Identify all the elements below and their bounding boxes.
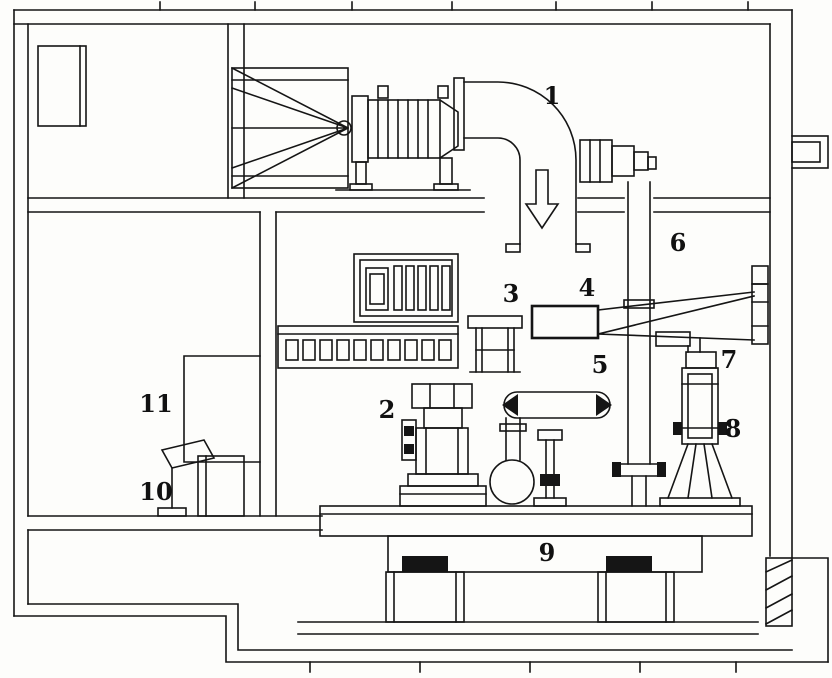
valve-stand <box>533 429 567 507</box>
label-6: 6 <box>670 228 687 257</box>
fan-hub <box>336 120 352 136</box>
wall-panel <box>183 355 261 463</box>
fan-inlet-box <box>230 66 352 190</box>
label-2: 2 <box>379 395 396 424</box>
hatched-wall-block <box>764 557 794 627</box>
elbow-duct <box>463 81 591 253</box>
label-3: 3 <box>503 279 520 308</box>
foundation <box>319 505 753 623</box>
column-apparatus <box>655 331 741 507</box>
foundation-platform <box>387 535 703 573</box>
storage-cabinet <box>37 45 87 127</box>
louver-grille <box>277 325 459 369</box>
coupling <box>685 351 717 369</box>
label-7: 7 <box>721 345 738 374</box>
pedestal <box>597 571 675 623</box>
test-machine <box>399 383 487 507</box>
label-1: 1 <box>544 81 561 110</box>
label-4: 4 <box>579 273 596 302</box>
floor-slab <box>319 505 753 537</box>
round-tank <box>489 417 535 505</box>
label-10: 10 <box>139 477 172 506</box>
label-5: 5 <box>592 350 609 379</box>
vibration-pad <box>402 556 448 572</box>
label-9: 9 <box>539 538 556 567</box>
load-box <box>530 304 600 340</box>
flow-arrow <box>524 169 560 230</box>
vibration-pad <box>606 556 652 572</box>
duct-flange <box>453 77 465 151</box>
label-8: 8 <box>725 414 742 443</box>
vertical-pipe <box>612 181 666 507</box>
drive-motor <box>579 139 657 183</box>
building-shell <box>13 1 829 673</box>
top-wall-ticks <box>159 1 749 11</box>
horizontal-cylinder <box>502 391 612 419</box>
label-11: 11 <box>139 389 172 418</box>
pedestal <box>385 571 465 623</box>
instrument-panel <box>353 253 459 323</box>
support-beam <box>530 265 769 345</box>
stand-table <box>467 315 523 373</box>
bottom-wall-ticks <box>309 661 737 673</box>
control-desk <box>157 439 245 517</box>
wall-niche <box>791 135 829 169</box>
fan-unit <box>335 77 471 191</box>
callout-labels: 1 2 3 4 5 6 7 8 9 10 11 <box>139 81 741 567</box>
